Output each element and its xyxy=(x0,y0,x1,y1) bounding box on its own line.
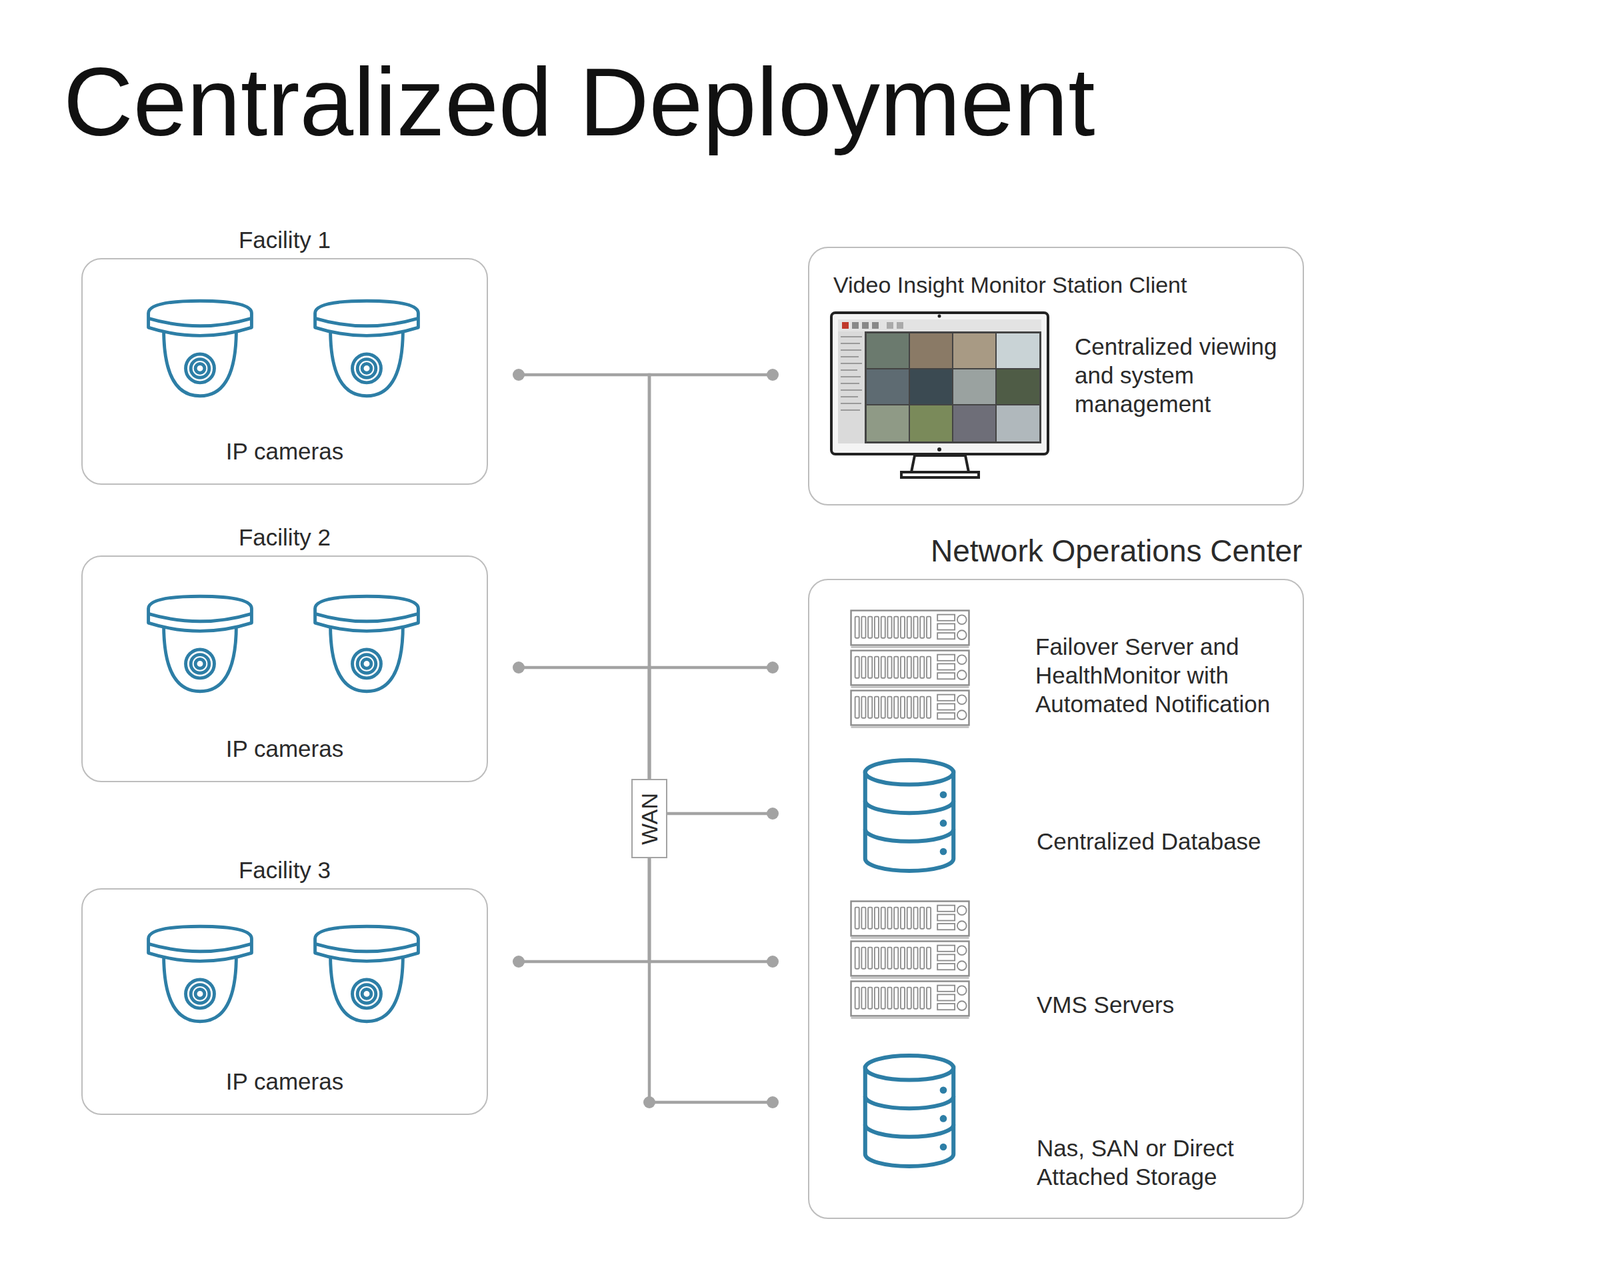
wan-link-line xyxy=(649,858,773,1102)
wan-link xyxy=(512,858,650,968)
server-unit-icon xyxy=(851,610,970,648)
monitor-illustration xyxy=(831,312,1048,478)
wan-link xyxy=(649,368,779,779)
ip-camera-icon xyxy=(315,300,419,396)
camera-caption: IP cameras xyxy=(82,436,487,466)
noc-heading: Network Operations Center xyxy=(930,532,1302,570)
server-unit-icon xyxy=(851,901,970,938)
camera-caption: IP cameras xyxy=(82,1066,487,1096)
facility-box: Facility 3IP cameras xyxy=(81,888,488,1115)
client-heading: Video Insight Monitor Station Client xyxy=(833,270,1187,300)
server-unit-icon xyxy=(851,981,970,1018)
facility-box: Facility 2IP cameras xyxy=(81,555,488,782)
item-label: Centralized Database xyxy=(1036,826,1262,856)
wan-link-line xyxy=(649,858,773,962)
junction-dot xyxy=(512,955,525,968)
junction-dot xyxy=(643,1096,656,1108)
item-label: Failover Server and HealthMonitor with A… xyxy=(1035,632,1292,718)
wan-link xyxy=(667,807,779,820)
wan-link xyxy=(649,661,779,779)
diagram-title: Centralized Deployment xyxy=(63,54,1095,151)
ip-camera-icon xyxy=(315,926,419,1022)
storage-icon xyxy=(865,1055,954,1166)
wan-link xyxy=(643,858,779,1108)
database-item: Centralized Database xyxy=(842,754,1296,879)
server-item: Failover Server and HealthMonitor with A… xyxy=(842,604,1296,738)
server-unit-icon xyxy=(851,690,970,728)
server-unit-icon xyxy=(851,941,970,978)
junction-dot xyxy=(766,368,779,381)
client-description: Centralized viewing and system managemen… xyxy=(1074,332,1295,418)
wan-link-line xyxy=(518,858,650,962)
wan-link-line xyxy=(518,667,650,779)
wan-link-line xyxy=(649,374,773,779)
wan-link xyxy=(512,368,650,779)
facility-heading: Facility 1 xyxy=(82,225,487,254)
facility-heading: Facility 2 xyxy=(82,522,487,552)
database-icon xyxy=(865,760,954,871)
ip-camera-icon xyxy=(148,926,252,1022)
server-unit-icon xyxy=(851,650,970,688)
junction-dot xyxy=(766,661,779,674)
facility-heading: Facility 3 xyxy=(82,855,487,884)
noc-box: Network Operations CenterFailover Server… xyxy=(808,578,1304,1219)
wan-link-line xyxy=(667,812,773,816)
junction-dot xyxy=(766,1096,779,1108)
wan-link xyxy=(512,661,650,779)
server-item: VMS Servers xyxy=(842,896,1296,1027)
ip-camera-icon xyxy=(148,300,252,396)
item-label: VMS Servers xyxy=(1036,990,1174,1019)
client-box: Video Insight Monitor Station ClientCent… xyxy=(808,246,1304,506)
facility-box: Facility 1IP cameras xyxy=(81,258,488,485)
storage-item: Nas, SAN or Direct Attached Storage xyxy=(842,1050,1296,1174)
ip-camera-icon xyxy=(315,596,419,692)
wan-link xyxy=(649,858,779,968)
wan-link-line xyxy=(649,667,773,779)
junction-dot xyxy=(512,661,525,674)
junction-dot xyxy=(512,368,525,381)
junction-dot xyxy=(766,955,779,968)
camera-caption: IP cameras xyxy=(82,734,487,763)
wan-box: WAN xyxy=(631,778,668,858)
junction-dot xyxy=(766,807,779,820)
item-label: Nas, SAN or Direct Attached Storage xyxy=(1036,1133,1250,1191)
ip-camera-icon xyxy=(148,596,252,692)
wan-link-line xyxy=(518,374,650,779)
wan-label: WAN xyxy=(636,778,663,859)
